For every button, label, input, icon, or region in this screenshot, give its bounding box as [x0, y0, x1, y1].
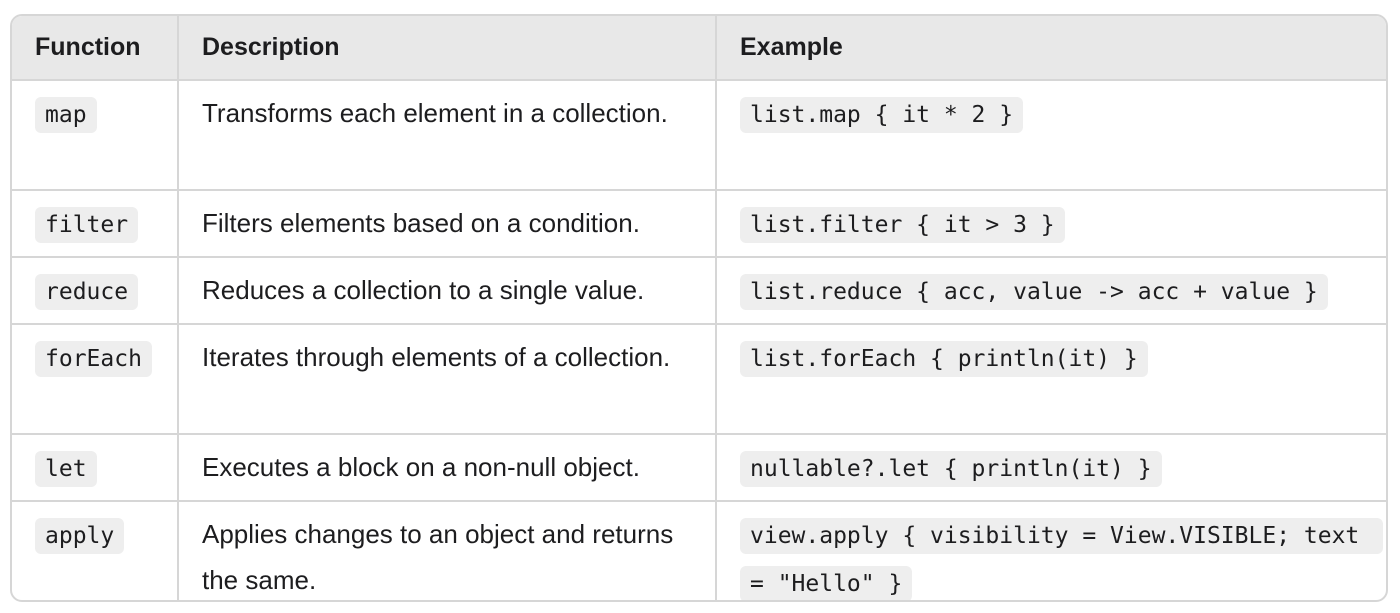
functions-table-grid: Function Description Example map Transfo…	[12, 16, 1386, 600]
example-cell: list.map { it * 2 }	[716, 80, 1386, 191]
table-row: apply Applies changes to an object and r…	[12, 501, 1386, 600]
function-cell: forEach	[12, 324, 179, 435]
header-example: Example	[716, 16, 1386, 81]
function-cell: apply	[12, 501, 179, 600]
example-code: nullable?.let { println(it) }	[740, 451, 1162, 487]
function-name: reduce	[35, 274, 139, 310]
function-cell: let	[12, 434, 179, 502]
table-header-row: Function Description Example	[12, 16, 1386, 81]
table-row: forEach Iterates through elements of a c…	[12, 324, 1386, 435]
function-cell: reduce	[12, 257, 179, 325]
function-name: let	[35, 451, 97, 487]
function-name: map	[35, 97, 97, 133]
example-cell: nullable?.let { println(it) }	[716, 434, 1386, 502]
function-name: forEach	[35, 341, 152, 377]
table-row: map Transforms each element in a collect…	[12, 80, 1386, 191]
description-cell: Iterates through elements of a collectio…	[178, 324, 717, 435]
function-cell: map	[12, 80, 179, 191]
example-code: list.forEach { println(it) }	[740, 341, 1148, 377]
example-cell: list.forEach { println(it) }	[716, 324, 1386, 435]
table-row: reduce Reduces a collection to a single …	[12, 257, 1386, 325]
example-code: list.filter { it > 3 }	[740, 207, 1065, 243]
example-cell: list.filter { it > 3 }	[716, 190, 1386, 258]
header-function: Function	[12, 16, 179, 81]
description-cell: Filters elements based on a condition.	[178, 190, 717, 258]
description-cell: Executes a block on a non-null object.	[178, 434, 717, 502]
header-description: Description	[178, 16, 717, 81]
table-row: let Executes a block on a non-null objec…	[12, 434, 1386, 502]
table-row: filter Filters elements based on a condi…	[12, 190, 1386, 258]
function-cell: filter	[12, 190, 179, 258]
example-cell: list.reduce { acc, value -> acc + value …	[716, 257, 1386, 325]
example-code: view.apply { visibility = View.VISIBLE; …	[740, 518, 1384, 600]
example-code: list.map { it * 2 }	[740, 97, 1024, 133]
functions-table: Function Description Example map Transfo…	[10, 14, 1388, 602]
description-cell: Transforms each element in a collection.	[178, 80, 717, 191]
description-cell: Reduces a collection to a single value.	[178, 257, 717, 325]
example-code: list.reduce { acc, value -> acc + value …	[740, 274, 1328, 310]
description-cell: Applies changes to an object and returns…	[178, 501, 717, 600]
function-name: apply	[35, 518, 125, 554]
example-cell: view.apply { visibility = View.VISIBLE; …	[716, 501, 1386, 600]
function-name: filter	[35, 207, 139, 243]
